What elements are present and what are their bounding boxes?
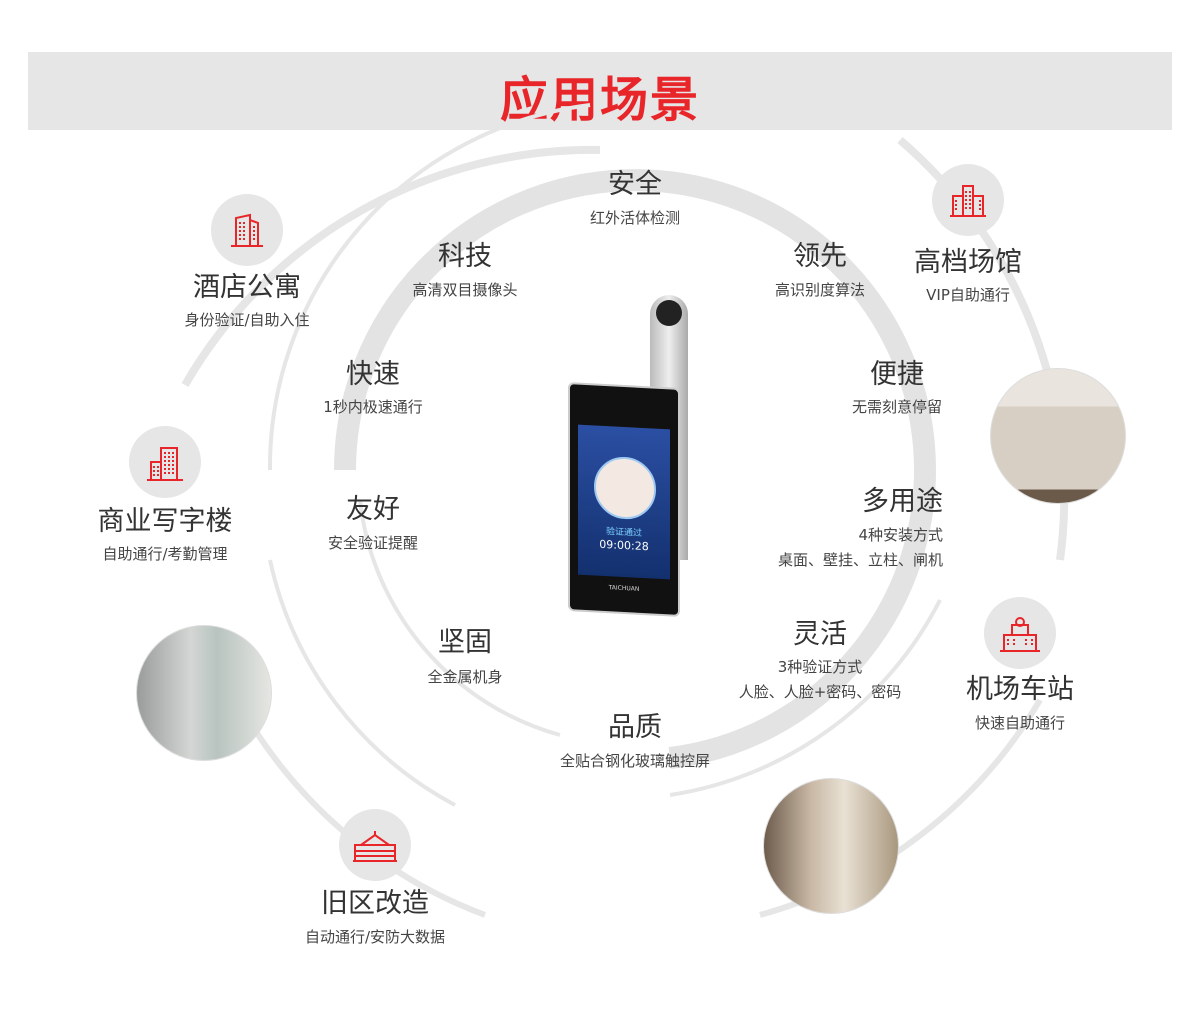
arc-inner xyxy=(358,499,561,737)
scenario-desc: VIP自助通行 xyxy=(926,286,1010,304)
camera-icon xyxy=(656,300,682,326)
feature-desc: 1秒内极速通行 xyxy=(323,398,423,416)
scenario-desc: 身份验证/自助入住 xyxy=(184,311,310,329)
scenario-title: 高档场馆 xyxy=(914,247,1022,278)
feature-title: 友好 xyxy=(346,494,400,525)
feature-title: 科技 xyxy=(438,241,492,272)
venue-icon xyxy=(932,164,1004,236)
scenario-desc: 快速自助通行 xyxy=(974,714,1066,732)
feature-desc: 全金属机身 xyxy=(427,668,503,686)
station-icon xyxy=(984,597,1056,669)
scenario-title: 商业写字楼 xyxy=(97,506,233,537)
feature-desc: 无需刻意停留 xyxy=(851,398,943,416)
feature-desc: 4种安装方式 xyxy=(858,526,943,544)
device-brand: TAICHUAN xyxy=(608,584,640,593)
feature-desc: 高识别度算法 xyxy=(774,281,866,299)
feature-desc: 人脸、人脸+密码、密码 xyxy=(738,683,902,701)
feature-title: 多用途 xyxy=(862,486,943,517)
feature-title: 灵活 xyxy=(793,619,847,650)
feature-title: 品质 xyxy=(608,712,662,743)
face-avatar xyxy=(594,455,656,521)
arc-mid2 xyxy=(669,599,942,797)
face-recognition-device: 验证通过 09:00:28 TAICHUAN xyxy=(568,295,708,617)
arc-mid3 xyxy=(268,559,456,807)
venue-reception-photo xyxy=(990,368,1126,504)
scenario-desc: 自助通行/考勤管理 xyxy=(102,545,228,563)
feature-desc: 桌面、壁挂、立柱、闸机 xyxy=(777,551,943,569)
device-screen: 验证通过 09:00:28 xyxy=(578,424,670,580)
device-body: 验证通过 09:00:28 TAICHUAN xyxy=(568,382,680,617)
feature-desc: 高清双目摄像头 xyxy=(412,281,518,299)
arc-outer xyxy=(181,145,601,388)
feature-desc: 全贴合钢化玻璃触控屏 xyxy=(559,752,711,770)
arc-main xyxy=(334,169,936,769)
feature-desc: 安全验证提醒 xyxy=(327,534,419,552)
office-gate-photo xyxy=(136,625,272,761)
feature-desc: 红外活体检测 xyxy=(589,209,681,227)
scenario-title: 机场车站 xyxy=(966,674,1074,705)
scenario-title: 酒店公寓 xyxy=(193,272,301,303)
feature-title: 便捷 xyxy=(870,359,924,390)
office-tower-icon xyxy=(129,426,201,498)
scenario-desc: 自动通行/安防大数据 xyxy=(304,928,446,946)
arc-mid xyxy=(267,103,591,471)
feature-title: 快速 xyxy=(346,359,400,390)
feature-title: 领先 xyxy=(793,241,847,272)
feature-desc: 3种验证方式 xyxy=(777,658,863,676)
feature-title: 坚固 xyxy=(438,627,492,658)
old-district-icon xyxy=(339,809,411,881)
feature-title: 安全 xyxy=(608,169,662,200)
elevator-hall-photo xyxy=(763,778,899,914)
scenario-title: 旧区改造 xyxy=(321,888,429,919)
title-banner xyxy=(28,52,1172,130)
building-icon xyxy=(211,194,283,266)
